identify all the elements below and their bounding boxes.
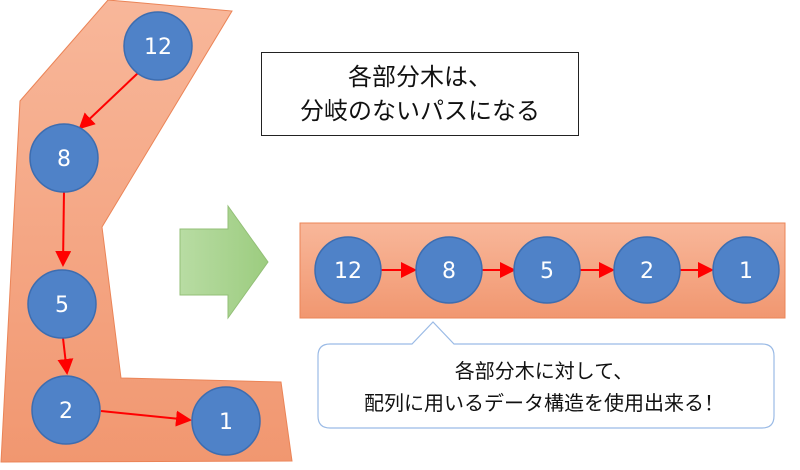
svg-text:2: 2 — [59, 399, 73, 424]
svg-text:8: 8 — [442, 259, 456, 284]
callout-line-1: 各部分木に対して、 — [454, 359, 634, 383]
callout-line-2: 配列に用いるデータ構造を使用出来る！ — [364, 391, 724, 415]
tree-node-5: 5 — [27, 269, 97, 339]
title-line-2: 分岐のないパスになる — [300, 97, 540, 125]
title-line-1: 各部分木は、 — [348, 63, 492, 91]
tree-node-1: 1 — [191, 386, 261, 456]
svg-text:12: 12 — [334, 259, 362, 284]
svg-text:8: 8 — [57, 147, 71, 172]
array-node-12: 12 — [314, 236, 382, 304]
svg-text:1: 1 — [219, 410, 233, 435]
array-node-2: 2 — [613, 236, 681, 304]
array-node-5: 5 — [513, 236, 581, 304]
tree-node-12: 12 — [123, 11, 193, 81]
transform-arrow-shape — [179, 204, 269, 320]
tree-node-2: 2 — [31, 375, 101, 445]
edge-12-to-8 — [78, 72, 139, 130]
svg-text:12: 12 — [144, 35, 172, 60]
tree-region-shape — [0, 0, 293, 463]
svg-text:5: 5 — [55, 293, 69, 318]
edge-2-to-1 — [100, 410, 192, 427]
callout-bubble-shape — [317, 321, 775, 429]
callout-text: 各部分木に対して、 配列に用いるデータ構造を使用出来る！ — [316, 347, 772, 427]
svg-text:2: 2 — [640, 259, 654, 284]
edge-8-to-5 — [55, 190, 72, 267]
array-node-1: 1 — [712, 236, 780, 304]
edge-5-to-2 — [57, 337, 74, 375]
svg-text:1: 1 — [739, 259, 753, 284]
array-node-8: 8 — [415, 236, 483, 304]
title-box: 各部分木は、 分岐のないパスになる — [261, 52, 579, 136]
tree-node-8: 8 — [29, 123, 99, 193]
svg-text:5: 5 — [540, 259, 554, 284]
